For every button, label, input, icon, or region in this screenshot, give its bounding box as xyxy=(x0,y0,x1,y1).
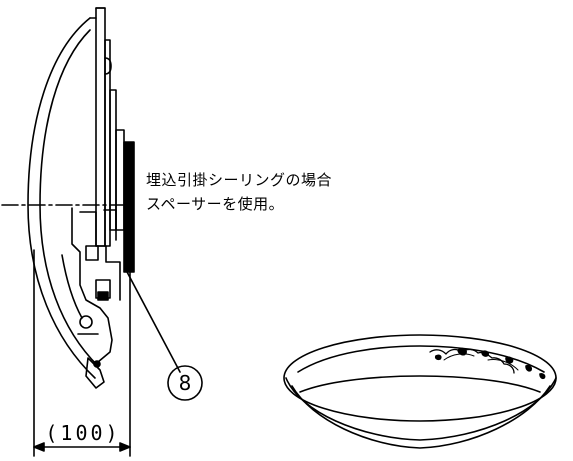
leader-line xyxy=(125,269,181,373)
callout-circle xyxy=(167,365,203,401)
part-callout-number: 8 xyxy=(178,371,192,395)
dimension-line xyxy=(33,249,131,457)
installation-note-line-2: スペーサーを使用。 xyxy=(146,195,285,213)
installation-note-line-1: 埋込引掛シーリングの場合 xyxy=(146,171,333,189)
fixture-body xyxy=(61,207,121,389)
mounting-plate xyxy=(95,7,135,273)
dimension-label: (100) xyxy=(45,421,121,445)
fixture-perspective-view xyxy=(283,334,557,449)
dome-shade-outline xyxy=(27,17,99,379)
